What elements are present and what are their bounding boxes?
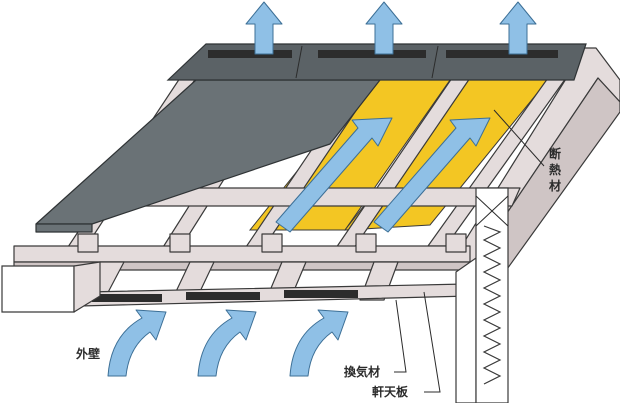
wall-stud — [475, 187, 509, 403]
label-exterior-wall: 外壁 — [76, 346, 100, 361]
airflow-arrow-curved-icon — [107, 309, 167, 377]
wall-insulation-coil — [482, 225, 502, 385]
airflow-up-arrows — [245, 1, 537, 55]
ridge-slot-1 — [208, 50, 292, 58]
block-5 — [445, 233, 467, 253]
leader-vent-material — [394, 299, 407, 373]
block-4 — [355, 233, 377, 253]
label-vent-material: 換気材 — [344, 364, 380, 379]
airflow-arrow-up-icon — [499, 1, 537, 55]
block-3 — [261, 233, 283, 253]
airflow-arrow-curved-icon — [289, 309, 349, 377]
label-insulation-1: 断 — [549, 146, 561, 161]
roof-sheathing-edge — [35, 223, 93, 233]
crossbeam-upper — [141, 187, 521, 207]
fascia — [1, 261, 101, 313]
blocking — [77, 233, 467, 253]
leader-insulation — [493, 109, 545, 167]
fascia-side — [73, 261, 101, 313]
airflow-arrow-diagonal-icon — [275, 117, 393, 233]
ridge-seam-1 — [295, 45, 303, 79]
airflow-diagonal-arrows — [275, 117, 491, 233]
vent-slot-3 — [284, 290, 358, 298]
block-1 — [77, 233, 99, 253]
airflow-arrow-diagonal-icon — [373, 117, 491, 233]
labels: 断 熱 材 外壁 換気材 軒天板 — [76, 146, 561, 399]
airflow-arrow-up-icon — [245, 1, 283, 55]
label-insulation-2: 熱 — [549, 162, 561, 177]
fascia-front — [1, 265, 75, 313]
exterior-wall-section — [455, 187, 509, 403]
ridge-slot-3 — [446, 50, 558, 58]
label-insulation-3: 材 — [548, 178, 561, 193]
leader-lines — [394, 109, 545, 393]
wall-brace-2 — [475, 195, 509, 227]
airflow-arrow-up-icon — [365, 1, 403, 55]
label-soffit: 軒天板 — [372, 384, 409, 399]
airflow-arrow-curved-icon — [197, 309, 257, 377]
wall-outer — [455, 256, 477, 403]
ridge-slot-2 — [318, 50, 426, 58]
ridge-seam-2 — [431, 45, 439, 79]
vent-slot-2 — [186, 292, 260, 300]
airflow-intake-arrows — [107, 309, 349, 377]
vent-slot-1 — [92, 294, 162, 302]
leader-soffit — [423, 291, 441, 393]
block-2 — [169, 233, 191, 253]
